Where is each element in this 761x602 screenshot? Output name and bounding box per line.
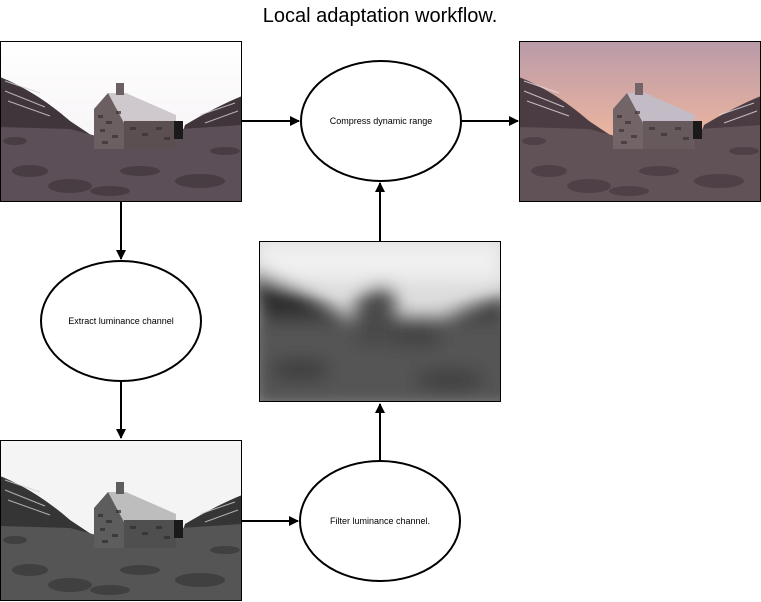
blurred-luminance-image <box>259 241 501 402</box>
diagram-title: Local adaptation workflow. <box>263 5 498 27</box>
original-photo <box>0 41 242 202</box>
result-photo <box>519 41 761 202</box>
node-filter-label: Filter luminance channel. <box>330 516 430 526</box>
node-compress-label: Compress dynamic range <box>330 116 433 126</box>
node-extract: Extract luminance channel <box>40 260 202 382</box>
node-extract-label: Extract luminance channel <box>68 316 174 326</box>
node-filter: Filter luminance channel. <box>299 460 461 582</box>
arrows <box>116 116 519 526</box>
node-compress: Compress dynamic range <box>300 60 462 182</box>
luminance-photo <box>0 440 242 601</box>
